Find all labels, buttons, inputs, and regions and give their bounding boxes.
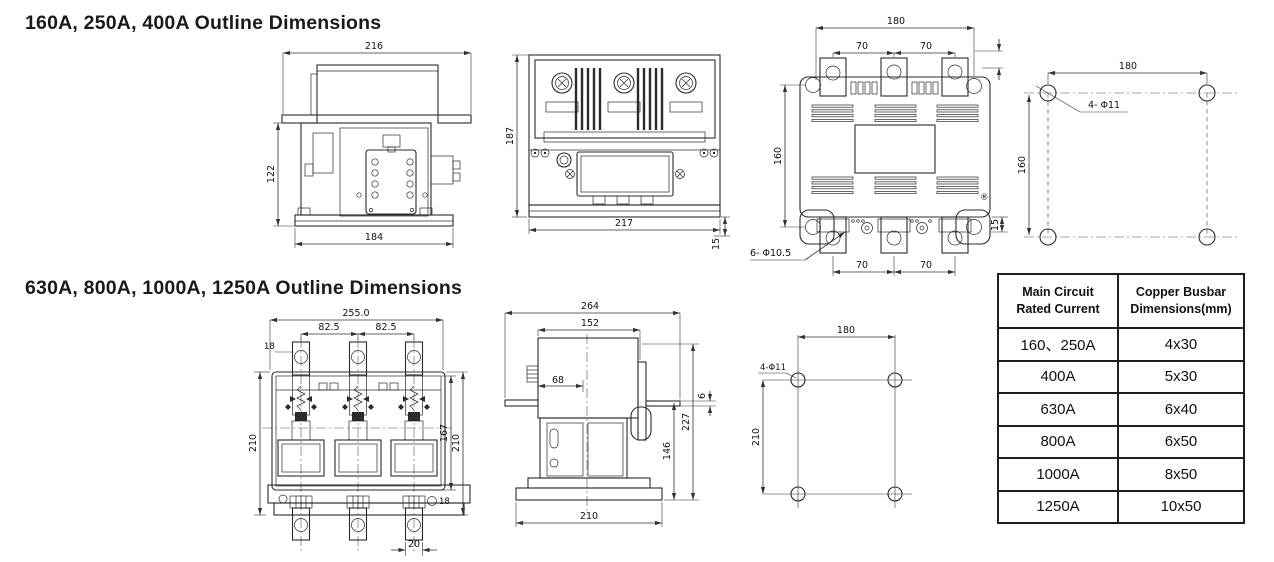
pole-3 [390,374,438,541]
dim-15: 15 [711,238,722,250]
large-front-dimensions: 255.0 82.5 82.5 18 210 167 210 20 [248,308,468,556]
dim-82.5-right: 82.5 [375,322,396,333]
pole-1 [277,374,325,541]
dim-217: 217 [615,218,633,229]
busbar-cell: 10x50 [1117,489,1245,524]
drawing-front-view-small: 187 217 15 [505,54,730,250]
section2-title: 630A, 800A, 1000A, 1250A Outline Dimensi… [25,277,463,299]
terminal-screws [545,72,703,113]
centerlines [262,338,455,552]
hole-18-label: 18 [439,497,450,507]
dim-227: 227 [681,413,692,431]
back-view-outline: ® [799,57,991,254]
dim-255: 255.0 [342,308,369,319]
dim-15-back: 15 [990,219,1001,231]
dim-152: 152 [581,318,599,329]
dim-210-bottom: 210 [580,511,598,522]
busbar-cell: 5x30 [1117,359,1245,394]
dim-70-bottom-right: 70 [920,260,932,271]
pole-2 [334,374,382,541]
dim-216: 216 [365,41,383,52]
busbar-table: Main Circuit Rated Current Copper Busbar… [997,273,1245,524]
dim-180: 180 [1119,61,1137,72]
table-header-row: Main Circuit Rated Current Copper Busbar… [997,273,1245,329]
hole-callout-6-10.5: 6- Φ10.5 [750,248,791,259]
side-view-outline [281,64,472,227]
col-header-rated-current: Main Circuit Rated Current [997,273,1119,329]
drawing-front-view-large: 18 255.0 82.5 82.5 18 210 167 210 20 [248,308,471,556]
dim-18-terminal: 18 [264,342,275,352]
rated-current-cell: 160、250A [997,327,1119,362]
hole-callout-4-11: 4- Φ11 [1088,100,1120,111]
busbar-cell: 6x40 [1117,392,1245,427]
dim-264: 264 [581,301,599,312]
drawing-mounting-holes-small: 180 160 4- Φ11 [1017,61,1238,246]
mounting-dimensions: 180 160 4- Φ11 [1017,61,1208,235]
vent-slots [811,104,979,194]
dim-122: 122 [266,165,277,183]
registered-mark: ® [980,193,989,203]
dim-210: 210 [751,428,762,446]
dim-6: 6 [697,393,708,399]
dim-180: 180 [887,16,905,27]
large-side-outline [504,337,681,501]
dim-160: 160 [773,147,784,165]
col-header-busbar-dimensions: Copper Busbar Dimensions(mm) [1117,273,1245,329]
drawing-mounting-holes-large: 180 210 4-Φ11 [751,325,912,508]
dim-187: 187 [505,127,516,145]
front-view-outline [528,54,721,218]
dim-184: 184 [365,232,383,243]
back-view-dimensions: 180 70 70 160 6- Φ10.5 70 70 15 [750,16,1008,276]
dim-210-right: 210 [451,434,462,452]
rated-current-cell: 1000A [997,457,1119,492]
dim-167: 167 [439,424,450,442]
dim-210-left: 210 [248,434,259,452]
dim-160: 160 [1017,156,1028,174]
busbar-cell: 6x50 [1117,424,1245,459]
dim-70-top-right: 70 [920,41,932,52]
large-front-outline: 18 [267,341,471,541]
rated-current-cell: 800A [997,424,1119,459]
section1-title: 160A, 250A, 400A Outline Dimensions [25,12,382,34]
busbar-cell: 4x30 [1117,327,1245,362]
drawing-side-view-large: 264 152 68 6 146 227 210 [504,301,716,527]
drawing-side-view-small: 216 122 184 [266,41,472,248]
dim-20: 20 [408,539,420,550]
dim-70-top-left: 70 [856,41,868,52]
rated-current-cell: 630A [997,392,1119,427]
dim-146: 146 [662,442,673,460]
rated-current-cell: 400A [997,359,1119,394]
dim-70-bottom-left: 70 [856,260,868,271]
large-side-dimensions: 264 152 68 6 146 227 210 [504,301,716,527]
drawing-back-view-small: ® 180 70 70 160 6- Φ10.5 [750,16,1008,276]
hole-callout-4-11: 4-Φ11 [760,363,786,373]
dim-68: 68 [552,375,564,386]
mounting-pattern [1024,84,1238,246]
dim-180: 180 [837,325,855,336]
dim-82.5-left: 82.5 [318,322,339,333]
mounting-dimensions: 180 210 4-Φ11 [751,325,895,494]
busbar-cell: 8x50 [1117,457,1245,492]
side-view-dimensions: 216 122 184 [266,41,472,248]
rated-current-cell: 1250A [997,489,1119,524]
front-view-dimensions: 187 217 15 [505,54,730,250]
mounting-pattern [763,335,912,508]
